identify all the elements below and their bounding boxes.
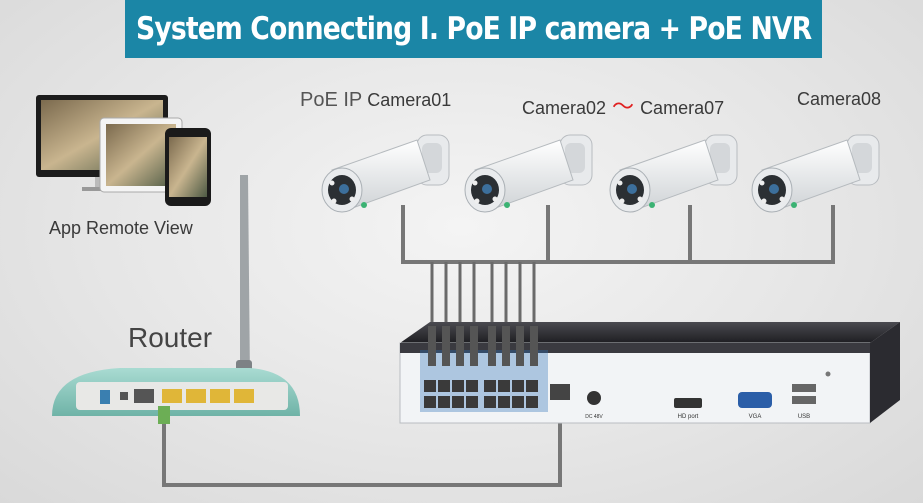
poe-connectors bbox=[428, 326, 538, 366]
usb-port bbox=[792, 396, 816, 404]
camera-07 bbox=[609, 134, 738, 213]
app-devices-icon bbox=[36, 95, 211, 206]
camera01-label: PoE IP Camera01 bbox=[300, 89, 451, 112]
dc-port bbox=[587, 391, 601, 405]
hdmi-label: HD port bbox=[678, 414, 699, 420]
camera07-name: Camera07 bbox=[640, 98, 725, 118]
usb-port bbox=[792, 384, 816, 392]
camera01-name: Camera01 bbox=[367, 90, 452, 110]
router-nvr-cable bbox=[162, 420, 562, 487]
vga-port bbox=[738, 392, 772, 408]
camera-icon bbox=[751, 134, 880, 213]
router-icon bbox=[52, 175, 300, 424]
range-tilde: ～ bbox=[612, 94, 635, 119]
poe-cable-bundle bbox=[430, 262, 536, 326]
camera-icon bbox=[321, 134, 450, 213]
camera-icon bbox=[609, 134, 738, 213]
camera-08 bbox=[751, 134, 880, 213]
nvr-device bbox=[399, 322, 900, 424]
lan-port bbox=[550, 384, 570, 400]
camera01-prefix: PoE IP bbox=[300, 89, 363, 111]
camera08-name: Camera08 bbox=[797, 89, 882, 109]
title-banner: System Connecting I. PoE IP camera + PoE… bbox=[125, 0, 822, 58]
camera-01 bbox=[321, 134, 450, 213]
camera-icon bbox=[464, 134, 593, 213]
hdmi-port bbox=[674, 398, 702, 408]
app-remote-view-label: App Remote View bbox=[49, 218, 193, 238]
dc-label: DC 48V bbox=[585, 414, 603, 420]
camera-02 bbox=[464, 134, 593, 213]
camera-range-label: Camera02～Camera07 bbox=[522, 89, 724, 121]
vga-label: VGA bbox=[749, 414, 762, 420]
camera-cable-bus bbox=[401, 205, 835, 264]
camera08-label: Camera08 bbox=[797, 89, 881, 110]
camera02-name: Camera02 bbox=[522, 98, 607, 118]
usb-label: USB bbox=[798, 414, 810, 420]
page-title: System Connecting I. PoE IP camera + PoE… bbox=[135, 11, 812, 47]
router-label: Router bbox=[128, 322, 213, 353]
poe-ports bbox=[424, 380, 538, 408]
